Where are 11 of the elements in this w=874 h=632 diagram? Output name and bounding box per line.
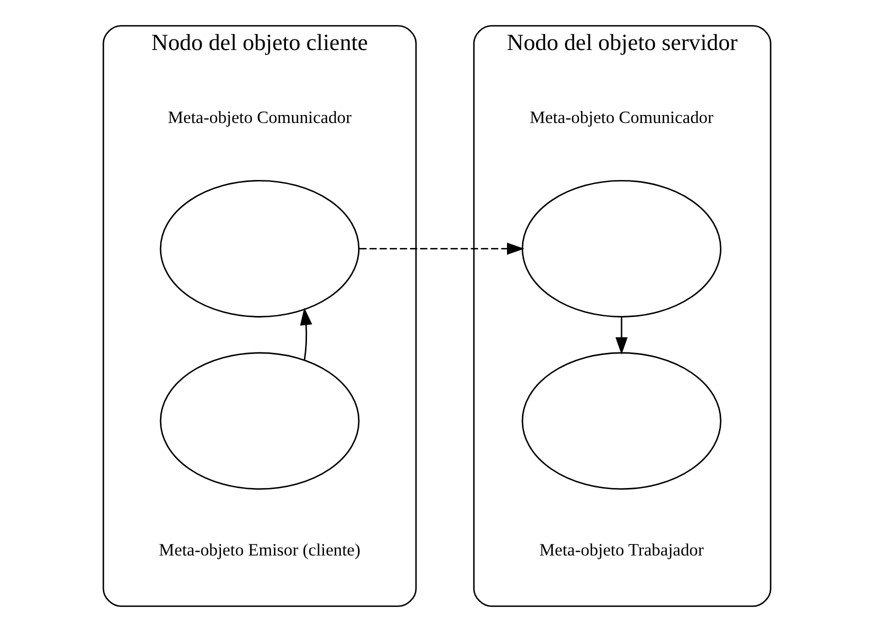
arrow	[300, 308, 312, 360]
node-cloud	[160, 352, 360, 490]
node-label: Meta-objeto Trabajador	[539, 540, 704, 560]
arrow	[359, 242, 524, 255]
node-label: Meta-objeto Comunicador	[168, 108, 352, 127]
node-cloud	[160, 180, 360, 318]
node-label: Meta-objeto Comunicador	[530, 108, 714, 127]
arrow	[615, 317, 628, 355]
node-cloud	[522, 352, 722, 490]
node-cloud	[522, 180, 722, 318]
node-label: Meta-objeto Emisor (cliente)	[158, 540, 360, 560]
